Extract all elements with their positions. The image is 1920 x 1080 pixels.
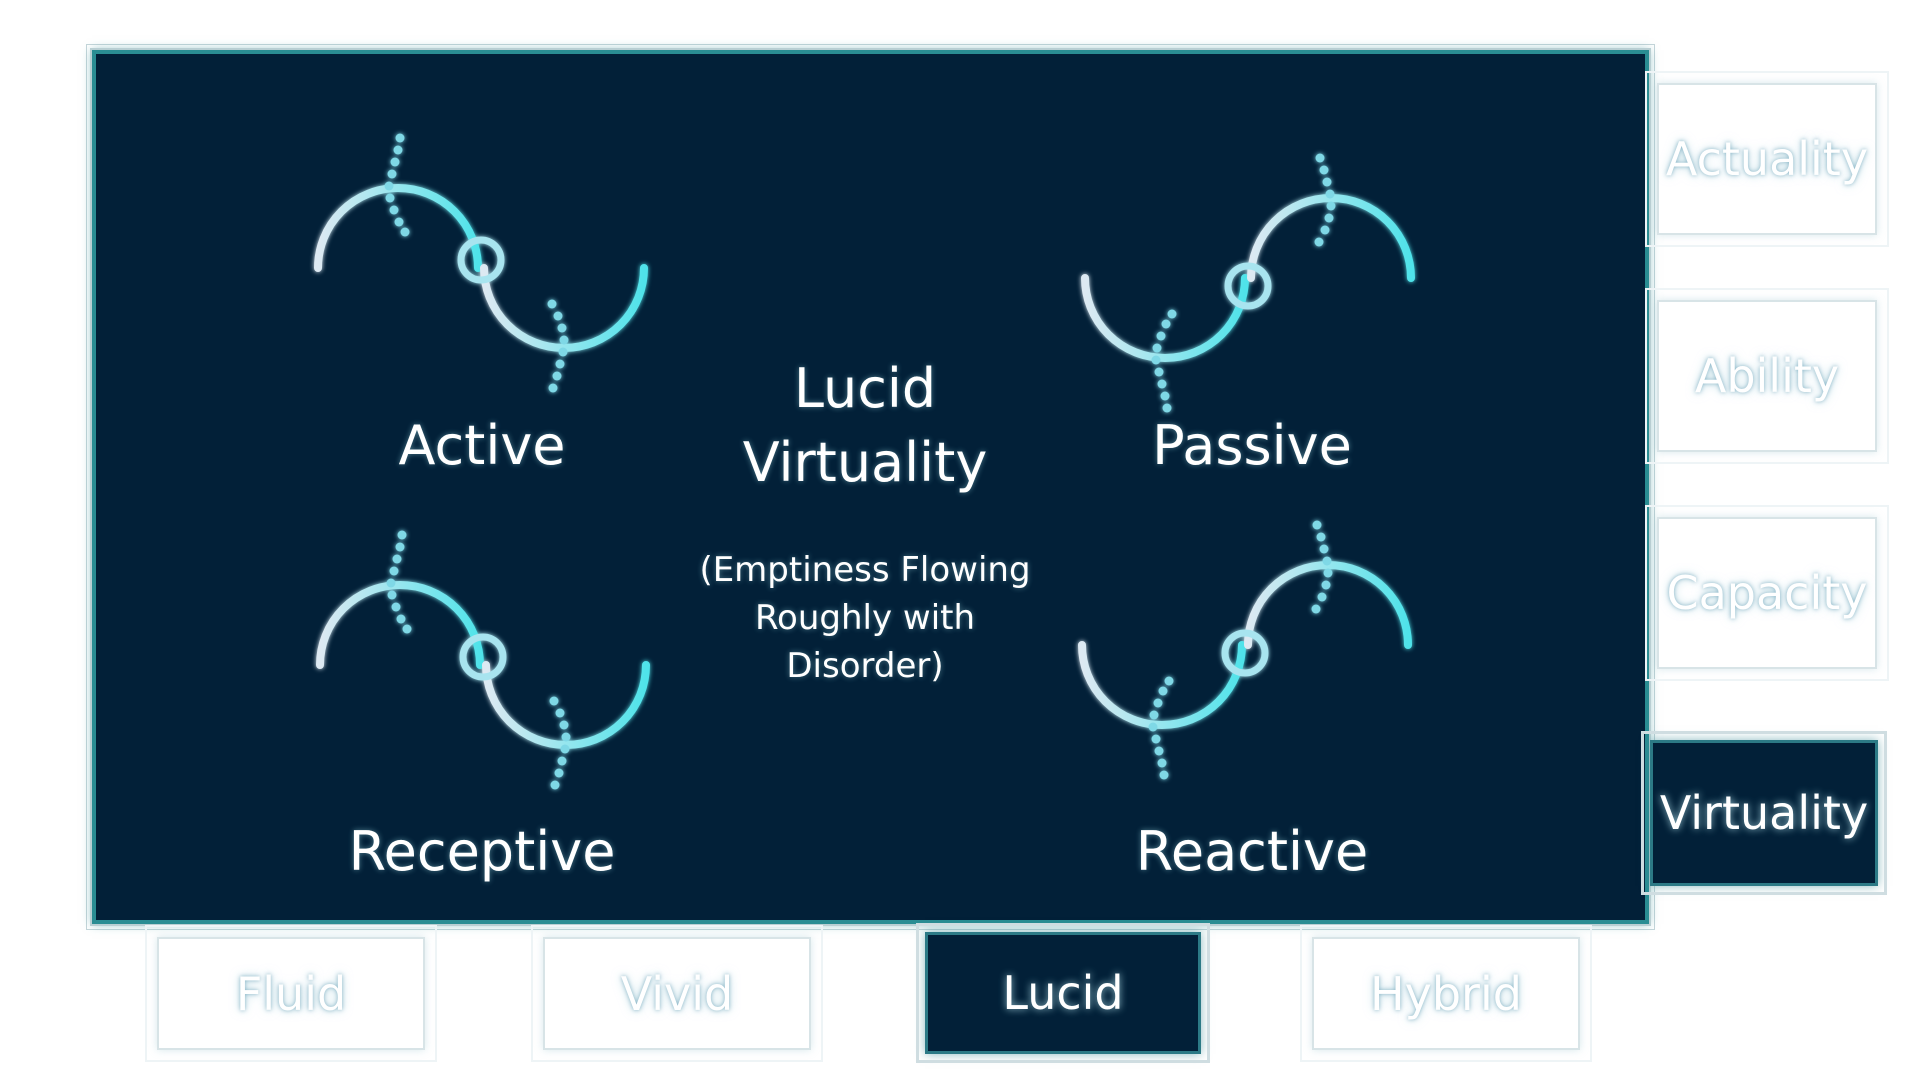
center-subtitle: (Emptiness Flowing Roughly with Disorder… — [655, 546, 1075, 690]
center-subtitle-line: Roughly with — [754, 598, 976, 638]
tab-virtuality[interactable]: Virtuality — [1641, 731, 1887, 895]
center-title-line: Lucid — [793, 357, 937, 420]
mode-label-reactive: Reactive — [1135, 820, 1369, 883]
main-panel — [92, 50, 1649, 924]
center-title: Lucid Virtuality — [655, 352, 1075, 500]
mode-label-passive: Passive — [1152, 414, 1352, 477]
tab-ability[interactable]: Ability — [1645, 288, 1889, 464]
wave-symbol-icon — [320, 525, 660, 785]
wave-symbol-icon — [1082, 525, 1422, 785]
tab-capacity[interactable]: Capacity — [1645, 505, 1889, 681]
wave-symbol-icon — [1085, 128, 1425, 418]
tab-fluid[interactable]: Fluid — [145, 925, 437, 1062]
center-subtitle-line: (Emptiness Flowing — [699, 550, 1031, 590]
center-subtitle-line: Disorder) — [786, 646, 944, 686]
center-title-line: Virtuality — [742, 431, 988, 494]
wave-symbol-icon — [318, 128, 658, 418]
tab-actuality[interactable]: Actuality — [1645, 71, 1889, 247]
tab-vivid[interactable]: Vivid — [531, 925, 823, 1062]
tab-hybrid[interactable]: Hybrid — [1300, 925, 1592, 1062]
mode-label-active: Active — [398, 414, 566, 477]
tab-lucid[interactable]: Lucid — [916, 923, 1210, 1063]
mode-label-receptive: Receptive — [348, 820, 616, 883]
